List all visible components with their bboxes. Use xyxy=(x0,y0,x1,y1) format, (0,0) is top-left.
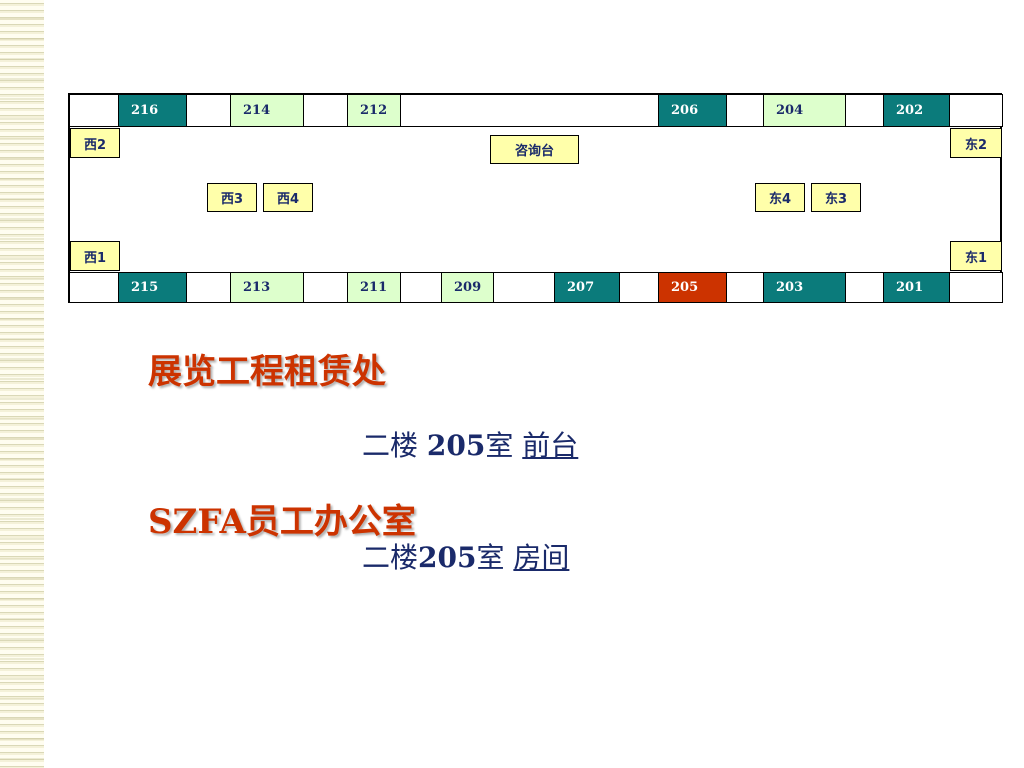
room-top-blank-5 xyxy=(845,94,884,127)
west2-tag[interactable]: 西2 xyxy=(70,128,120,158)
section1-title: 展览工程租赁处 xyxy=(148,352,386,392)
west3-tag[interactable]: 西3 xyxy=(207,183,257,212)
room-205[interactable]: 205 xyxy=(658,272,727,303)
east4-tag[interactable]: 东4 xyxy=(755,183,805,212)
section2-title: SZFA员工办公室 xyxy=(148,502,416,542)
room-213[interactable]: 213 xyxy=(230,272,304,303)
section2-room-suffix: 室 xyxy=(476,541,514,574)
west1-tag[interactable]: 西1 xyxy=(70,241,120,271)
room-bottom-blank-3 xyxy=(303,272,348,303)
section2-floor: 二楼 xyxy=(362,541,419,574)
room-209[interactable]: 209 xyxy=(441,272,494,303)
west4-tag[interactable]: 西4 xyxy=(263,183,313,212)
room-bottom-blank-7 xyxy=(726,272,764,303)
section1-floor: 二楼 xyxy=(362,429,427,462)
room-203[interactable]: 203 xyxy=(763,272,846,303)
section1-location: 二楼 205室 前台 xyxy=(362,424,578,464)
east2-tag[interactable]: 东2 xyxy=(950,128,1002,158)
room-216[interactable]: 216 xyxy=(118,94,187,127)
room-top-blank-3 xyxy=(303,94,348,127)
room-bottom-blank-5 xyxy=(493,272,555,303)
room-bottom-blank-8 xyxy=(845,272,884,303)
room-bottom-blank-2 xyxy=(186,272,231,303)
room-214[interactable]: 214 xyxy=(230,94,304,127)
floor-plan: 216 214 212 206 204 202 西2 西1 东2 东1 咨询台 … xyxy=(68,93,1003,303)
room-204[interactable]: 204 xyxy=(763,94,846,127)
room-bottom-blank-4 xyxy=(400,272,442,303)
room-bottom-blank-9 xyxy=(949,272,1003,303)
section2-room-number: 205 xyxy=(418,541,477,574)
section2-location: 二楼205室 房间 xyxy=(362,536,569,576)
decorative-stripe-band xyxy=(0,0,44,768)
room-bottom-blank-1 xyxy=(69,272,119,303)
room-215[interactable]: 215 xyxy=(118,272,187,303)
east1-tag[interactable]: 东1 xyxy=(950,241,1002,271)
info-desk-tag[interactable]: 咨询台 xyxy=(490,135,579,164)
section2-room-link[interactable]: 房间 xyxy=(513,541,570,574)
room-212[interactable]: 212 xyxy=(347,94,401,127)
room-207[interactable]: 207 xyxy=(554,272,620,303)
section1-room-suffix: 室 xyxy=(485,429,523,462)
room-bottom-blank-6 xyxy=(619,272,659,303)
room-top-blank-2 xyxy=(186,94,231,127)
room-211[interactable]: 211 xyxy=(347,272,401,303)
section1-room-number: 205 xyxy=(426,429,486,462)
room-206[interactable]: 206 xyxy=(658,94,727,127)
section1-front-desk-link[interactable]: 前台 xyxy=(522,429,579,462)
east3-tag[interactable]: 东3 xyxy=(811,183,861,212)
room-top-blank-6 xyxy=(949,94,1003,127)
room-top-blank-1 xyxy=(69,94,119,127)
room-201[interactable]: 201 xyxy=(883,272,950,303)
room-202[interactable]: 202 xyxy=(883,94,950,127)
top-row-divider xyxy=(70,126,1000,127)
room-top-blank-4 xyxy=(726,94,764,127)
